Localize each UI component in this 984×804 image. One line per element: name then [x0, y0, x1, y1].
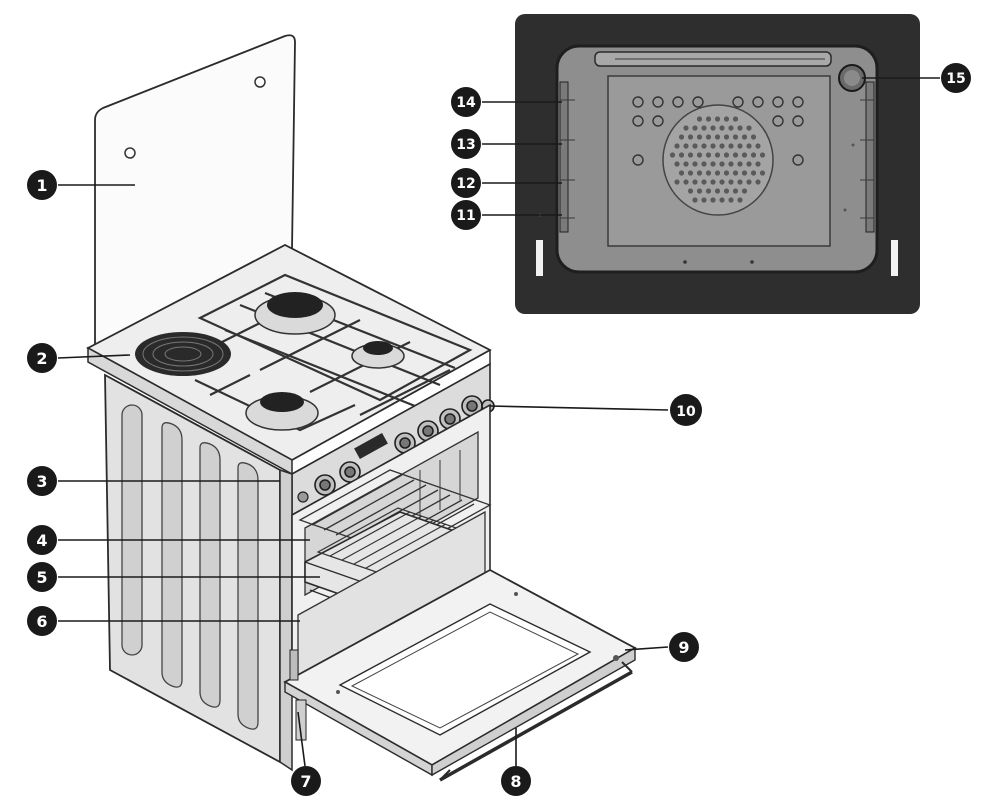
- callout-5: 5: [27, 562, 57, 592]
- gas-burner-large: [254, 292, 336, 335]
- svg-text:11: 11: [456, 208, 475, 224]
- svg-text:2: 2: [36, 349, 47, 368]
- svg-text:10: 10: [676, 404, 696, 420]
- callout-9: 9: [669, 632, 699, 662]
- cooker-illustration: [86, 34, 637, 782]
- svg-text:9: 9: [678, 638, 689, 657]
- left-shelf-runners: [559, 81, 575, 233]
- leader-lines: [57, 77, 940, 767]
- door-inner-glass: [338, 603, 592, 736]
- right-door-slot: [891, 240, 898, 276]
- callout-2: 2: [27, 343, 57, 373]
- svg-text:4: 4: [36, 531, 47, 550]
- callout-11: 11: [451, 200, 481, 230]
- callout-15: 15: [941, 63, 971, 93]
- svg-text:7: 7: [300, 772, 311, 791]
- callout-14: 14: [451, 87, 481, 117]
- callout-12: 12: [451, 168, 481, 198]
- svg-text:12: 12: [456, 176, 475, 192]
- right-shelf-runners: [860, 81, 875, 233]
- oven-lamp: [838, 64, 866, 92]
- svg-text:6: 6: [36, 612, 47, 631]
- callout-3: 3: [27, 466, 57, 496]
- control-panel: [291, 362, 495, 517]
- svg-text:8: 8: [510, 772, 521, 791]
- gas-burner-small: [351, 341, 405, 369]
- cooker-side-panel: [104, 373, 281, 764]
- callout-1: 1: [27, 170, 57, 200]
- door-handle: [439, 670, 633, 782]
- svg-text:15: 15: [946, 71, 965, 87]
- svg-text:3: 3: [36, 472, 47, 491]
- callout-4: 4: [27, 525, 57, 555]
- svg-text:1: 1: [36, 176, 47, 195]
- fan-cover: [662, 104, 774, 216]
- gas-burner-medium: [245, 392, 319, 431]
- callout-6: 6: [27, 606, 57, 636]
- callout-8: 8: [501, 766, 531, 796]
- svg-text:13: 13: [456, 137, 475, 153]
- timer-display: [354, 432, 388, 460]
- svg-text:14: 14: [456, 95, 476, 111]
- back-panel-vent-holes: [632, 96, 804, 166]
- callout-10: 10: [670, 394, 702, 426]
- ignition-button: [297, 491, 309, 503]
- top-oven-cavity: [298, 430, 492, 619]
- electric-hotplate: [135, 332, 231, 376]
- svg-text:5: 5: [36, 568, 47, 587]
- oven-interior-inset: [515, 14, 920, 314]
- left-door-slot: [536, 240, 543, 276]
- oven-door-open: [283, 568, 637, 782]
- callout-13: 13: [451, 129, 481, 159]
- callout-7: 7: [291, 766, 321, 796]
